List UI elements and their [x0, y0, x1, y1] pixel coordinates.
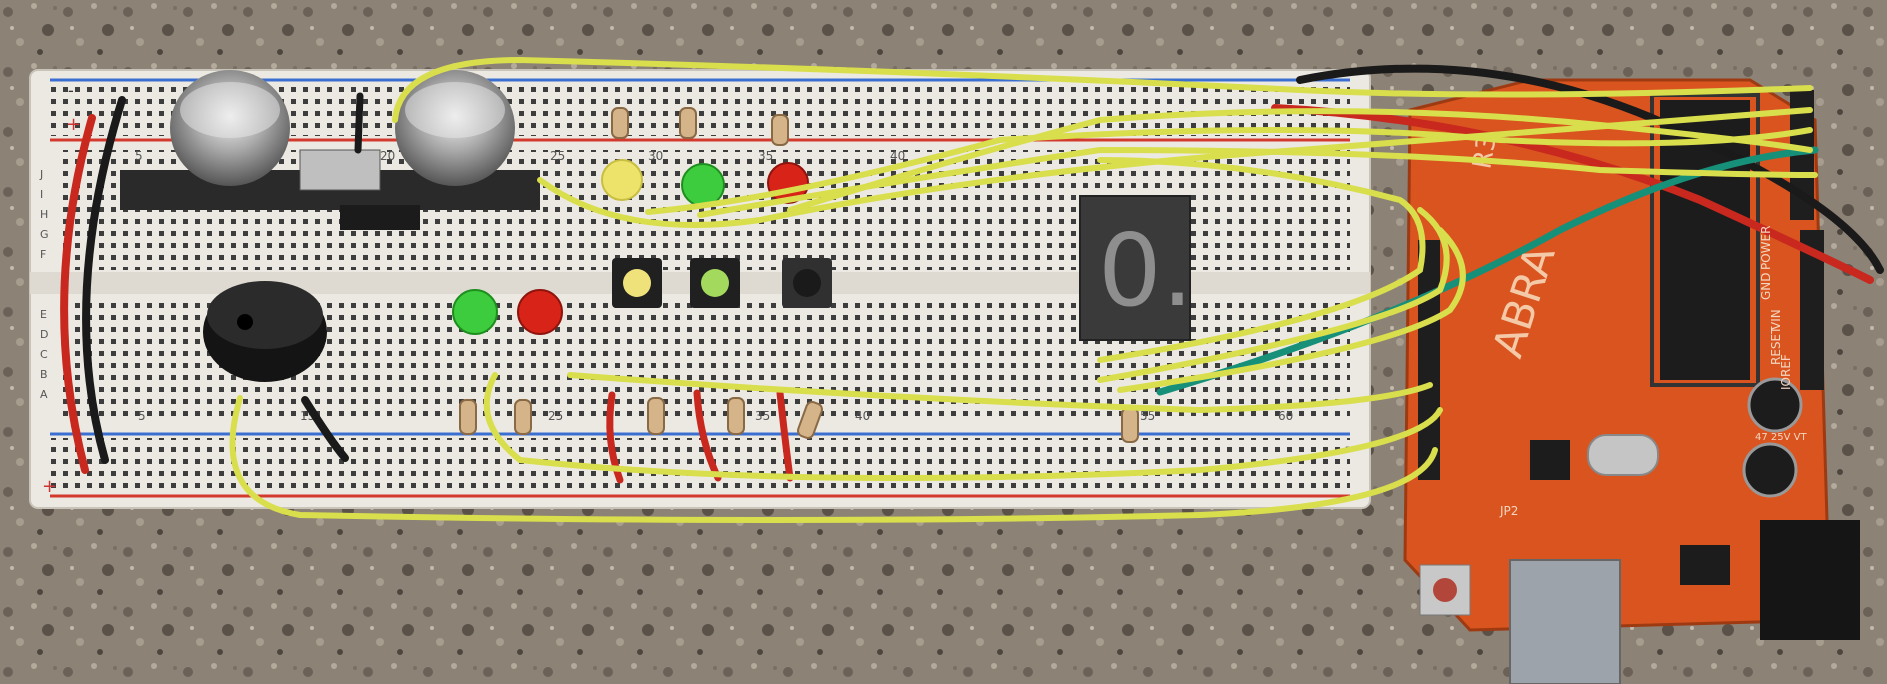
pushbutton-green: [690, 258, 740, 308]
rail-plus-bottom: +: [42, 476, 57, 497]
dc-power-jack: [1760, 520, 1860, 640]
resistor: [1121, 407, 1139, 443]
resistor: [647, 397, 665, 435]
label-reset: RESET: [1769, 326, 1783, 365]
red-jumper: [693, 389, 722, 482]
black-sensor-wire: [354, 92, 364, 154]
bottom-power-rail: [50, 438, 1350, 490]
arduino-labels: POWER GND VIN RESET IOREF 47 25V VT JP2: [1499, 226, 1807, 518]
resistor: [459, 399, 477, 435]
svg-text:H: H: [40, 208, 48, 221]
svg-text:25: 25: [548, 409, 563, 423]
yellow-wire: [392, 56, 1813, 123]
red-led-bottom: [517, 289, 563, 335]
resistor: [797, 401, 823, 439]
svg-text:5: 5: [135, 149, 143, 163]
svg-text:I: I: [40, 188, 43, 201]
label-power: POWER: [1759, 226, 1773, 270]
red-power-wire-arduino: [1271, 104, 1874, 284]
black-ground-wire: [82, 96, 126, 464]
regulator: [1680, 545, 1730, 585]
yellow-wire: [645, 127, 1813, 215]
resistor: [611, 107, 629, 139]
black-buzzer-wire: [301, 396, 349, 462]
svg-text:5: 5: [138, 409, 146, 423]
resistors: [459, 107, 1139, 443]
yellow-wire: [1117, 227, 1466, 393]
yellow-wire: [1097, 157, 1426, 363]
yellow-wire: [537, 107, 1813, 228]
capacitor-1: [1747, 377, 1803, 433]
svg-text:F: F: [40, 248, 46, 261]
svg-text:E: E: [40, 308, 47, 321]
usb-chip: [1530, 440, 1570, 480]
svg-text:55: 55: [1140, 409, 1155, 423]
rail-plus-top: +: [66, 114, 81, 135]
rail-minus-bottom: -: [1345, 437, 1351, 456]
svg-text:J: J: [39, 168, 43, 181]
usb-port: [1509, 559, 1621, 684]
label-vin: VIN: [1769, 309, 1783, 330]
svg-text:B: B: [40, 368, 48, 381]
capacitor-2: [1742, 442, 1798, 498]
svg-text:35: 35: [755, 409, 770, 423]
svg-text:40: 40: [855, 409, 870, 423]
yellow-wire: [787, 108, 1813, 213]
ultrasonic-sensor: [120, 70, 540, 230]
svg-text:25: 25: [550, 149, 565, 163]
yellow-wire: [483, 372, 1443, 481]
pushbutton-black: [782, 258, 832, 308]
black-power-wire-arduino: [1296, 64, 1884, 274]
reset-button-cap: [1433, 578, 1457, 602]
green-led-bottom: [452, 289, 498, 335]
red-jumper: [606, 391, 624, 484]
ultrasonic-transducer-left: [170, 70, 290, 186]
yellow-led-top: [601, 159, 643, 201]
ultrasonic-transducer-right: [395, 70, 515, 186]
chip-socket: [1650, 93, 1760, 387]
resistor: [679, 107, 697, 139]
svg-text:C: C: [40, 348, 48, 361]
green-signal-wire: [1156, 146, 1819, 396]
seven-segment-digit: 0.: [1098, 212, 1193, 329]
wires: [60, 56, 1884, 523]
rail-minus-top: -: [68, 81, 74, 100]
svg-text:D: D: [40, 328, 48, 341]
pushbutton-yellow: [612, 258, 662, 308]
seven-segment-display: 0.: [1079, 195, 1193, 341]
svg-text:35: 35: [758, 149, 773, 163]
crystal: [1587, 434, 1659, 476]
svg-text:30: 30: [648, 149, 663, 163]
yellow-wire: [229, 395, 1438, 523]
svg-text:G: G: [40, 228, 49, 241]
label-ioref: IOREF: [1779, 354, 1793, 390]
red-jumper: [776, 389, 794, 482]
label-gnd: GND: [1759, 272, 1773, 300]
row-letters: J I H G F E D C B A: [39, 168, 49, 401]
svg-text:20: 20: [380, 149, 395, 163]
label-capacitor: 47 25V VT: [1755, 432, 1807, 443]
resistor: [727, 397, 745, 435]
resistor: [514, 399, 532, 435]
green-led-top: [681, 163, 725, 207]
digital-header: [1418, 240, 1440, 480]
red-power-wire: [60, 114, 96, 474]
svg-text:A: A: [40, 388, 48, 401]
piezo-buzzer: [203, 281, 327, 382]
resistor: [771, 114, 789, 146]
yellow-wire: [567, 372, 1433, 414]
svg-text:60: 60: [1278, 409, 1293, 423]
svg-text:40: 40: [890, 149, 905, 163]
label-jp2: JP2: [1499, 504, 1518, 518]
yellow-wire: [1097, 207, 1450, 383]
arduino-board: ABRA R3: [1403, 78, 1860, 684]
